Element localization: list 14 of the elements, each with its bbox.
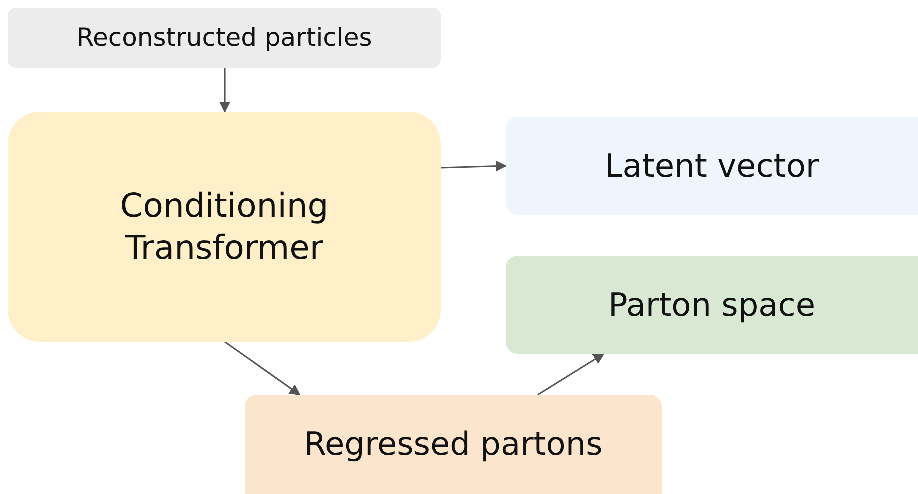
process-box [8,112,441,342]
node-label: Regressed partons [304,424,603,465]
node-label: Conditioning Transformer [119,184,330,269]
node-label: Latent vector [604,146,820,186]
node-label: Reconstructed particles [76,22,372,54]
arrow [538,353,605,396]
arrow [224,341,301,396]
process-box [506,256,918,354]
node-label: Parton space [608,284,816,326]
process-box [506,117,918,215]
arrow [219,68,231,114]
arrow [440,160,508,172]
process-box [245,395,662,494]
input-box [8,8,441,68]
